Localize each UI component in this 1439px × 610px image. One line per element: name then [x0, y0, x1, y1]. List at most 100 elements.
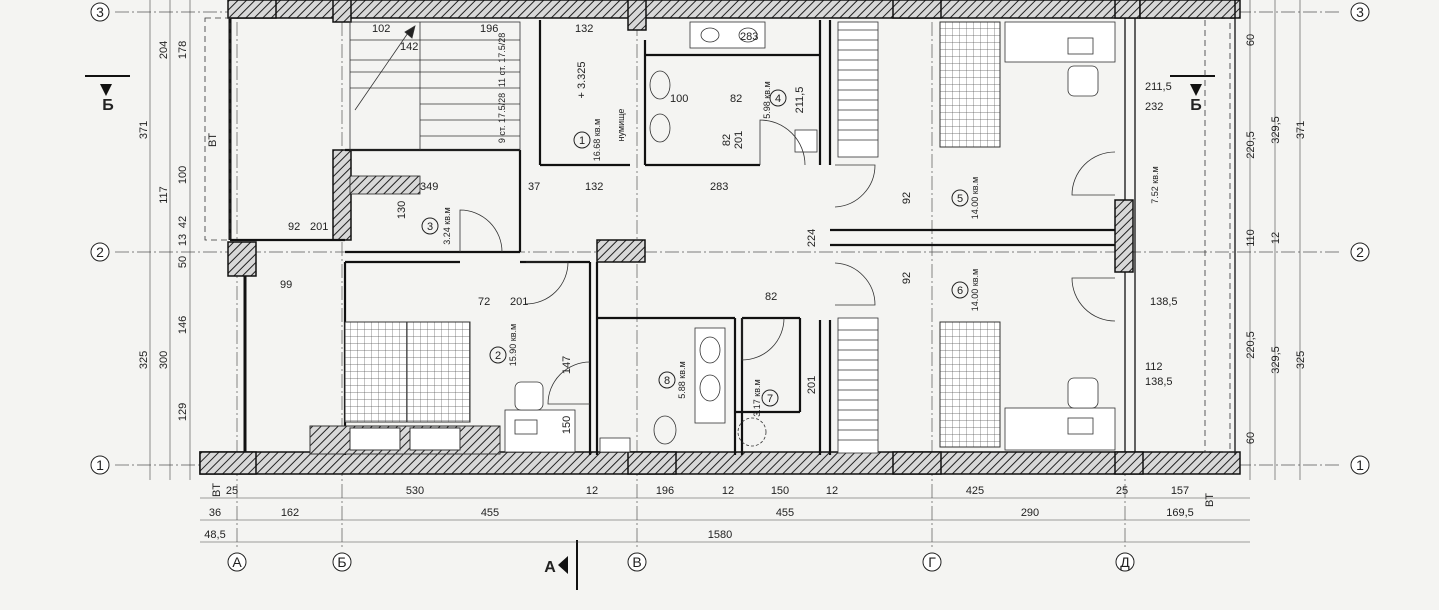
misc-labels: + 3.325 11 ст. 17.5/28 9 ст. 17.5/28 нум…	[207, 33, 1216, 507]
desks	[504, 21, 1116, 453]
room-7-number: 7	[767, 393, 773, 405]
room-3-area: 3.24 кв.м	[442, 207, 452, 244]
dims-bottom: 25 530 12 196 12 150 12 425 25 157 36 16…	[204, 485, 1193, 541]
room-6-area: 14.00 кв.м	[970, 269, 980, 311]
axis-label-col-v: B	[632, 554, 641, 570]
dim-right-mid-8: 60	[1245, 432, 1257, 444]
dim-left-mid-6: 13	[177, 234, 189, 246]
stair-down-label: 9 ст. 17.5/28	[497, 93, 507, 143]
room-1-number: 1	[579, 135, 585, 147]
dim-right-mid-3: 220,5	[1245, 131, 1257, 159]
staircase	[349, 21, 521, 151]
dim-left-outer-bottom: 325	[138, 351, 150, 369]
dim-bottom-1-6: 150	[771, 485, 789, 497]
dim-inner-8: 211,5	[794, 87, 806, 114]
row-axis-labels-right: 3 2 1	[1350, 2, 1370, 475]
dim-bottom-2-7: 48,5	[204, 529, 225, 541]
dim-left-mid-4: 100	[177, 166, 189, 184]
dim-bottom-1-1: 25	[226, 485, 238, 497]
dim-inner-3: 142	[400, 41, 418, 53]
dim-inner-7: 283	[740, 31, 758, 43]
dim-inner-32: 138,5	[1145, 376, 1173, 388]
beds	[309, 21, 1001, 455]
dim-bottom-1-3: 12	[586, 485, 598, 497]
dim-inner-21: 92	[288, 221, 300, 233]
dim-right-outer-top: 371	[1295, 121, 1307, 139]
section-label-bottom: A	[544, 559, 556, 576]
dims-inner: 196 102 142 132 100 82 283 211,5 82 201 …	[280, 23, 1178, 434]
dim-left-mid-8: 146	[177, 316, 189, 334]
room-7: 7 3.17 кв.м	[752, 379, 779, 417]
dim-left-mid-9: 300	[158, 351, 170, 369]
dim-bottom-1-5: 12	[722, 485, 734, 497]
room-1-area: 16.68 кв.м	[592, 119, 602, 161]
room-5: 5 14.00 кв.м	[951, 177, 980, 219]
axis-label-row-1: 1	[96, 457, 104, 473]
fixture-label: нумище	[616, 109, 626, 142]
wardrobes	[837, 21, 879, 454]
room-7-area: 3.17 кв.м	[752, 379, 762, 416]
axis-label-row-2: 2	[96, 244, 104, 260]
bathroom-fixtures	[599, 21, 818, 453]
dim-left-outer-top: 371	[138, 121, 150, 139]
room-8: 8 5.88 кв.м	[658, 361, 687, 399]
dim-inner-9: 82	[721, 134, 733, 146]
closet-hatch	[349, 175, 421, 195]
section-markers: Б Б A	[85, 75, 1215, 590]
room-2: 2 15.90 кв.м	[489, 324, 518, 366]
dim-inner-17: 349	[420, 181, 438, 193]
dim-bottom-1-8: 425	[966, 485, 984, 497]
dim-left-mid-10: 129	[177, 403, 189, 421]
dim-bottom-1-7: 12	[826, 485, 838, 497]
axis-label-col-g: Г	[928, 554, 936, 570]
axis-label-col-b: Б	[337, 554, 346, 570]
dim-inner-13: 224	[806, 229, 818, 247]
section-label-top-right: Б	[1190, 97, 1202, 114]
dim-right-outer-bottom: 325	[1295, 351, 1307, 369]
dim-bottom-2-4: 455	[776, 507, 794, 519]
dim-inner-29: 211,5	[1145, 81, 1172, 93]
dim-inner-25: 82	[765, 291, 777, 303]
room-8-area: 5.88 кв.м	[677, 361, 687, 398]
dimension-lines	[149, 0, 1301, 543]
room-4-number: 4	[775, 93, 781, 105]
room-6: 6 14.00 кв.м	[951, 269, 980, 311]
room-2-area: 15.90 кв.м	[508, 324, 518, 366]
dim-inner-24: 147	[561, 356, 573, 374]
dim-bottom-1-2: 530	[406, 485, 424, 497]
dim-inner-18: 37	[528, 181, 540, 193]
dim-inner-30: 232	[1145, 101, 1163, 113]
dim-inner-4: 132	[575, 23, 593, 35]
vt-label-right-bottom: BT	[1204, 493, 1216, 507]
dim-inner-10: 201	[733, 131, 745, 149]
axis-label-row-1-right: 1	[1356, 457, 1364, 473]
dim-inner-26: 201	[806, 376, 818, 394]
dim-right-mid-6: 110	[1245, 229, 1257, 247]
dim-left-mid-3: 117	[158, 186, 170, 204]
dim-right-mid-7: 12	[1270, 232, 1282, 244]
structural-columns	[199, 0, 1236, 475]
dim-bottom-2-3: 455	[481, 507, 499, 519]
dim-inner-2: 102	[372, 23, 390, 35]
vt-label-left-top: BT	[207, 133, 219, 147]
dim-right-mid-2: 329,5	[1270, 346, 1282, 374]
vt-label-left-bottom: BT	[211, 483, 223, 497]
dim-bottom-2-6: 169,5	[1166, 507, 1194, 519]
dim-right-mid-4: 220,5	[1245, 331, 1257, 359]
dim-inner-5: 100	[670, 93, 688, 105]
dim-bottom-2-1: 36	[209, 507, 221, 519]
dim-inner-1: 196	[480, 23, 498, 35]
dim-inner-22: 201	[310, 221, 328, 233]
balcony-area: 7.52 кв.м	[1150, 166, 1160, 203]
stair-up-label: 11 ст. 17.5/28	[497, 33, 507, 88]
dim-inner-20: 201	[510, 296, 528, 308]
dim-inner-23: 99	[280, 279, 292, 291]
dim-inner-15: 92	[901, 272, 913, 284]
axis-label-col-d: Д	[1120, 554, 1130, 570]
room-6-number: 6	[957, 285, 963, 297]
balconies	[204, 17, 1231, 453]
dim-inner-11: 283	[710, 181, 728, 193]
room-8-number: 8	[664, 375, 670, 387]
dim-left-mid-2: 178	[177, 41, 189, 59]
